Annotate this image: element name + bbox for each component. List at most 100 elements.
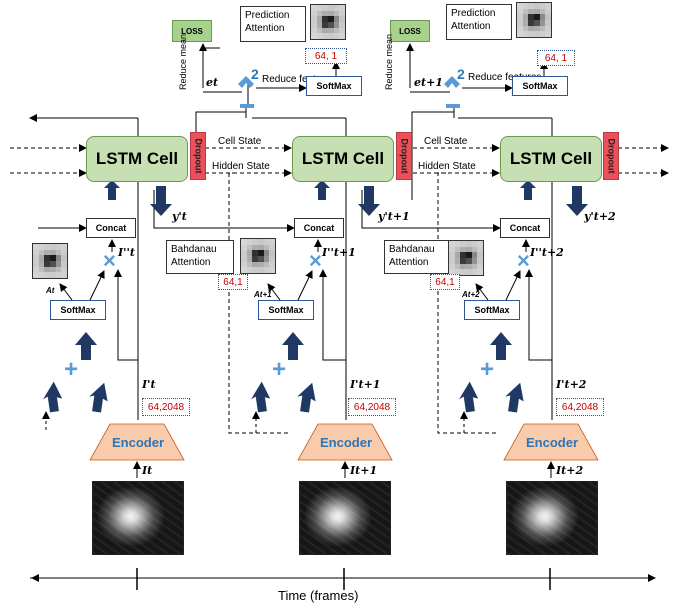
attention-cell xyxy=(471,269,478,275)
attention-cell xyxy=(471,263,478,270)
multiply-icon: × xyxy=(103,248,116,273)
attention-cell xyxy=(252,239,258,245)
attention-cell xyxy=(322,10,328,17)
attention-cell xyxy=(517,3,523,9)
attention-cell xyxy=(454,269,461,275)
attention-cell xyxy=(477,241,483,247)
attention-cell xyxy=(517,14,523,20)
attention-weight-label: At+2 xyxy=(462,290,480,299)
attention-cell xyxy=(269,267,275,273)
attention-cell xyxy=(257,244,264,251)
attention-cell xyxy=(38,249,45,256)
attention-cell xyxy=(449,269,455,275)
feature-label: I't+1 xyxy=(350,378,381,391)
attention-cell xyxy=(517,31,523,37)
attention-map xyxy=(32,243,68,279)
attention-cell xyxy=(61,255,67,261)
attention-cell xyxy=(49,249,56,256)
attention-cell xyxy=(539,31,546,37)
attention-cell xyxy=(322,27,328,34)
attention-cell xyxy=(339,21,345,28)
attention-cell xyxy=(252,250,258,256)
attention-cell xyxy=(522,25,529,32)
attention-cell xyxy=(269,255,275,262)
attention-cell xyxy=(49,266,56,273)
attention-cell xyxy=(333,33,340,39)
attention-cell xyxy=(522,31,529,37)
attention-cell xyxy=(471,252,478,258)
attention-cell xyxy=(61,249,67,256)
attention-cell xyxy=(539,8,546,15)
attention-cell xyxy=(316,10,323,17)
attention-cell xyxy=(539,25,546,32)
attention-cell xyxy=(322,16,328,22)
attention-cell xyxy=(55,249,62,256)
attention-cell xyxy=(44,249,50,256)
attention-cell xyxy=(465,252,472,258)
attention-cell xyxy=(316,5,323,11)
attention-cell xyxy=(545,8,551,15)
attention-cell xyxy=(460,252,466,258)
input-frame-label: It+2 xyxy=(556,464,584,477)
attention-cell xyxy=(528,3,534,9)
attention-cell xyxy=(257,250,264,256)
attention-cell xyxy=(322,33,328,39)
attention-map xyxy=(310,4,346,40)
attention-cell xyxy=(539,14,546,20)
hidden-state-label: Hidden State xyxy=(418,161,476,172)
attention-cell xyxy=(460,241,466,247)
attention-cell xyxy=(465,241,472,247)
attention-cell xyxy=(465,269,472,275)
attention-cell xyxy=(333,10,340,17)
encoder-block xyxy=(503,423,599,461)
encoder-label: Encoder xyxy=(112,435,165,450)
encoder-dim-label: 64,2048 xyxy=(556,398,604,416)
attention-cell xyxy=(55,272,62,278)
attention-cell xyxy=(327,27,334,34)
attention-cell xyxy=(246,244,253,251)
feature-label: I't xyxy=(142,378,156,391)
attention-cell xyxy=(61,244,67,250)
input-frame-image xyxy=(299,481,391,555)
attention-cell xyxy=(252,255,258,262)
attention-cell xyxy=(246,255,253,262)
output-label: y't+2 xyxy=(584,210,616,223)
attention-cell xyxy=(528,31,534,37)
attention-cell xyxy=(449,257,455,264)
concat-box: Concat xyxy=(86,218,136,238)
attention-cell xyxy=(49,255,56,261)
attention-cell xyxy=(454,257,461,264)
lstm-cell: LSTM Cell xyxy=(500,136,602,182)
attention-cell xyxy=(44,266,50,273)
attention-cell xyxy=(241,250,247,256)
attention-dim-label: 64,1 xyxy=(430,274,460,290)
reduce-features-label: Reduce features xyxy=(468,72,542,83)
attention-cell xyxy=(533,14,540,20)
input-frame-image xyxy=(506,481,598,555)
attention-cell xyxy=(465,263,472,270)
attention-cell xyxy=(49,272,56,278)
prediction-dim-label: 64, 1 xyxy=(537,50,575,66)
encoder-block xyxy=(297,423,393,461)
attention-cell xyxy=(33,266,39,273)
attention-cell xyxy=(327,5,334,11)
attention-cell xyxy=(454,263,461,270)
attention-cell xyxy=(477,246,483,253)
encoder-label: Encoder xyxy=(526,435,579,450)
input-frame-label: It+1 xyxy=(350,464,378,477)
attention-cell xyxy=(55,266,62,273)
attention-cell xyxy=(311,21,317,28)
attention-cell xyxy=(252,267,258,273)
attention-cell xyxy=(263,250,270,256)
prediction-dim-label: 64, 1 xyxy=(305,48,347,64)
attention-cell xyxy=(533,8,540,15)
attention-cell xyxy=(33,272,39,278)
attention-cell xyxy=(477,269,483,275)
attention-cell xyxy=(246,261,253,268)
attention-cell xyxy=(517,19,523,26)
encoder-dim-label: 64,2048 xyxy=(348,398,396,416)
attention-cell xyxy=(327,10,334,17)
attention-cell xyxy=(460,269,466,275)
attention-cell xyxy=(33,244,39,250)
attention-cell xyxy=(333,5,340,11)
